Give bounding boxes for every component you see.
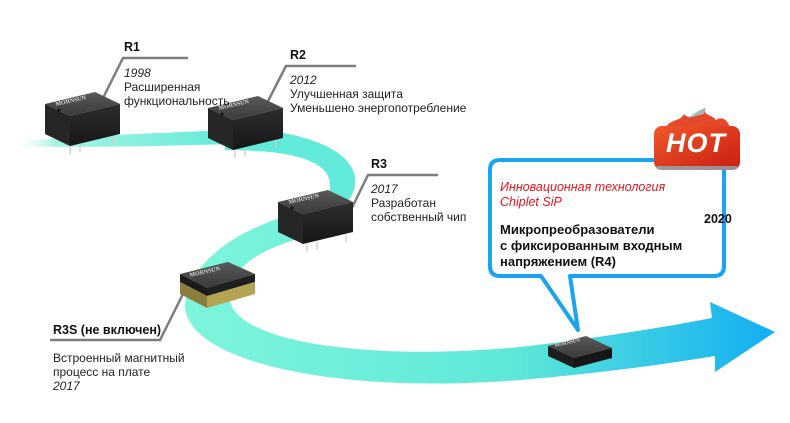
ribbon-top-segment	[10, 130, 232, 147]
milestone-r3s-title: R3S (не включен)	[53, 323, 162, 337]
milestone-r3s-line-1: Встроенный магнитный	[53, 351, 185, 365]
product-line-1: Микропреобразователи	[500, 222, 655, 237]
tech-line-2: Chiplet SiP	[500, 195, 562, 209]
leader-line-r2	[264, 64, 356, 106]
leader-line-r1	[101, 56, 188, 99]
milestone-r2-line-2: Уменьшено энергопотребление	[290, 101, 467, 115]
ribbon-lower-loop	[185, 212, 775, 384]
chip-r3s	[180, 262, 255, 308]
flame-icon	[665, 108, 730, 128]
milestone-r1-year: 1998	[124, 66, 151, 80]
milestone-r1-line-2: функциональность	[124, 94, 230, 108]
highlight-year: 2020	[704, 212, 732, 226]
milestone-r3-title: R3	[371, 157, 387, 171]
milestone-r3s-year: 2017	[53, 379, 80, 393]
milestone-r1-line-1: Расширенная	[124, 80, 201, 94]
milestone-r3-year: 2017	[371, 182, 398, 196]
ribbon-upper-loop	[225, 128, 356, 235]
milestone-r2-year: 2012	[290, 73, 317, 87]
product-line-3: напряжением (R4)	[500, 254, 616, 269]
leader-line-r3s	[50, 279, 192, 342]
milestone-r1-title: R1	[124, 40, 140, 54]
chip-r3	[278, 190, 353, 252]
chip-r1	[45, 92, 120, 154]
chip-r2	[208, 96, 283, 158]
tech-line-1: Инновационная технология	[500, 180, 666, 194]
chip-r4	[548, 336, 612, 368]
milestone-r3-line-2: собственный чип	[371, 210, 467, 224]
hot-badge-body	[654, 126, 740, 170]
hot-badge	[654, 108, 740, 170]
milestone-r3-line-1: Разработан	[371, 196, 436, 210]
milestone-r3s-line-2: процесс на плате	[53, 365, 151, 379]
milestone-r2-line-1: Улучшенная защита	[290, 87, 403, 101]
hot-badge-label: HOT	[666, 128, 726, 158]
product-line-2: с фиксированным входным	[500, 238, 683, 253]
milestone-r2-title: R2	[290, 48, 306, 62]
chip-brand-r4: MORNSUN	[554, 338, 581, 349]
